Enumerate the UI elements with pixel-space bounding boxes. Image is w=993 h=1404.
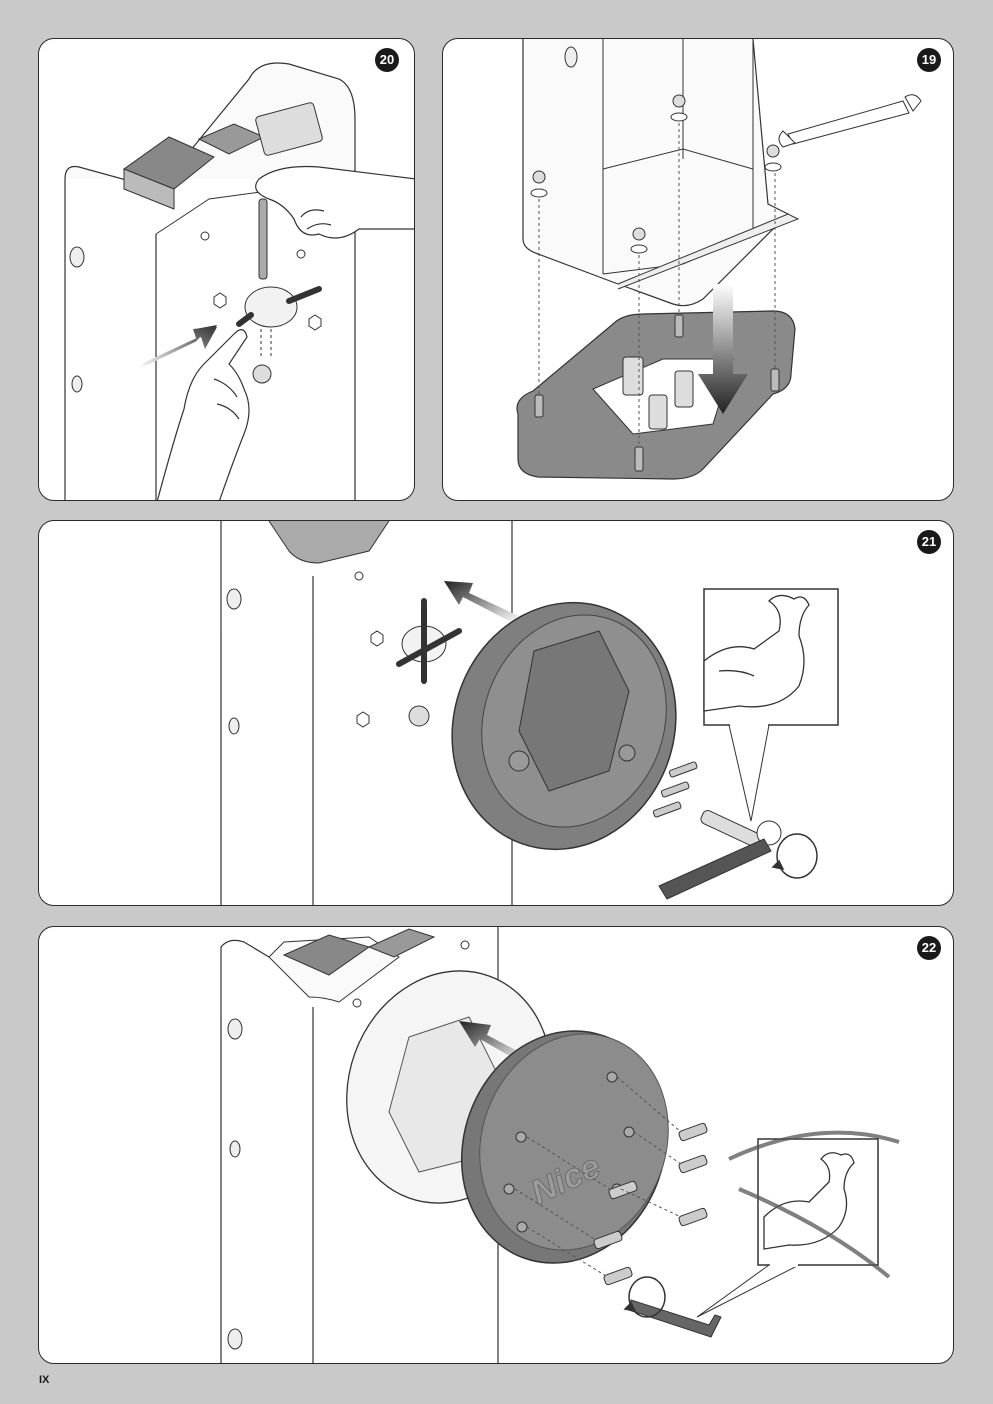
tight-force-callout — [703, 588, 839, 822]
flexed-arm-icon — [703, 594, 810, 712]
allen-key-icon — [628, 1299, 722, 1338]
insert-direction-arrow-icon — [459, 1021, 529, 1063]
illustration-step-21 — [220, 521, 839, 905]
step-number-badge: 22 — [917, 936, 941, 960]
illustration-step-20 — [64, 62, 414, 500]
ratchet-wrench-icon — [658, 810, 782, 900]
hand-icon — [255, 165, 414, 239]
step-number-badge: 19 — [917, 48, 941, 72]
release-hub-icon — [236, 286, 322, 359]
panel-step-19: 19 — [442, 38, 954, 501]
heatsink-icon — [282, 928, 436, 976]
bolt-icon — [652, 761, 698, 818]
heatsink-icon — [122, 123, 266, 210]
spring-icon — [622, 356, 694, 430]
flexed-arm-icon — [763, 1152, 855, 1250]
screw-icon — [593, 1122, 708, 1286]
rotate-clockwise-icon — [771, 833, 818, 879]
motor-housing-icon — [451, 601, 677, 851]
step-number-badge: 20 — [375, 48, 399, 72]
illustration-step-22: Nice — [220, 927, 900, 1363]
wrench-icon — [778, 94, 922, 148]
panel-step-20: 20 — [38, 38, 415, 501]
release-hub-icon — [396, 598, 462, 684]
down-direction-arrow-icon — [698, 284, 748, 414]
panel-step-21: 21 — [38, 520, 954, 906]
illustration-step-19 — [516, 39, 922, 480]
hand-icon — [156, 329, 250, 500]
rotate-clockwise-icon — [623, 1276, 666, 1318]
insert-direction-arrow-icon — [444, 581, 519, 623]
nut-washer-icon — [530, 94, 782, 254]
step-number-badge: 21 — [917, 530, 941, 554]
panel-step-22: Nice — [38, 926, 954, 1364]
insert-direction-arrow-icon — [139, 325, 217, 369]
no-force-callout — [696, 1130, 900, 1318]
page-number: IX — [39, 1374, 50, 1386]
